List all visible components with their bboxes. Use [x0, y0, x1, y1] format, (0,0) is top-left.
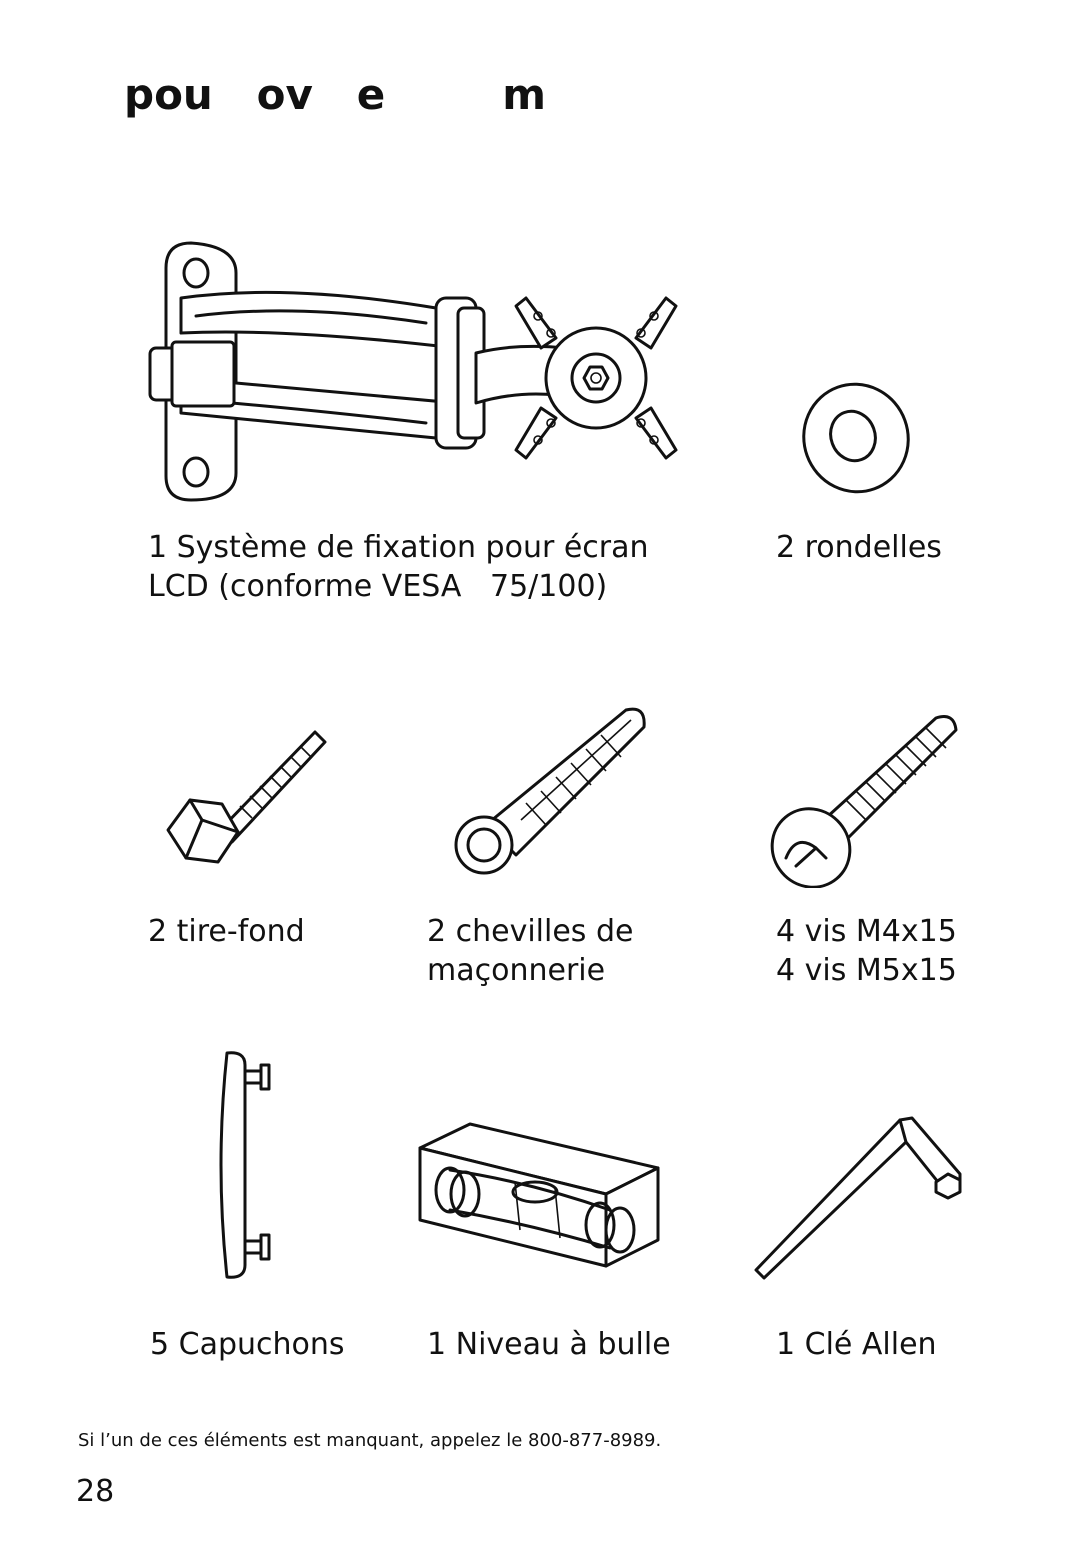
washers-label: 2 rondelles [776, 530, 942, 565]
allen-key-label: 1 Clé Allen [776, 1327, 937, 1362]
anchors-label-line1: 2 chevilles de [427, 914, 634, 949]
screws-label-line2: 4 vis M5x15 [776, 953, 957, 988]
washer-illustration [798, 380, 918, 500]
page-heading: pou ov e m [124, 70, 547, 119]
cap-cover-illustration [205, 1045, 285, 1285]
lag-bolts-label: 2 tire-fond [148, 914, 305, 949]
lag-bolt-illustration [160, 720, 340, 880]
bubble-level-illustration [410, 1120, 660, 1270]
mount-label-line1: 1 Système de fixation pour écran [148, 530, 649, 565]
wall-anchor-illustration [446, 705, 656, 880]
page-number: 28 [76, 1474, 115, 1509]
missing-parts-footnote: Si l’un de ces éléments est manquant, ap… [78, 1430, 662, 1451]
mount-label-line2: LCD (conforme VESA 75/100) [148, 569, 608, 604]
anchors-label-line2: maçonnerie [427, 953, 606, 988]
screws-label-line1: 4 vis M4x15 [776, 914, 957, 949]
caps-label: 5 Capuchons [150, 1327, 345, 1362]
level-label: 1 Niveau à bulle [427, 1327, 671, 1362]
allen-key-illustration [750, 1112, 970, 1282]
machine-screw-illustration [766, 708, 966, 888]
wall-mount-illustration [136, 238, 696, 508]
